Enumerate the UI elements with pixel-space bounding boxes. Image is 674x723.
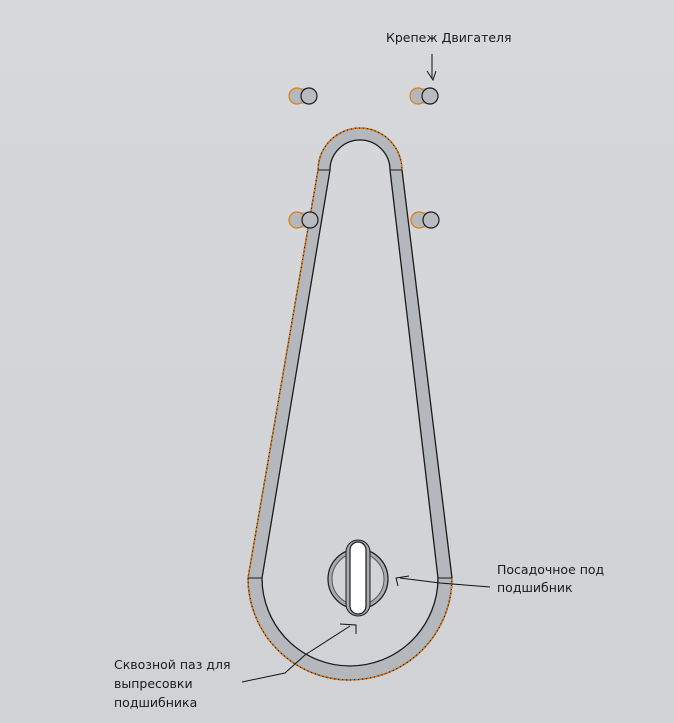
through-slot [349,541,367,615]
annotation-bearing-seat-line1: Посадочное под [497,562,605,577]
pin [288,87,318,105]
arrow-motor-mount [426,54,437,82]
motor-mount-pins [288,87,440,229]
arrow-through-slot [241,623,357,683]
annotation-through-slot-line3: подшибника [114,695,198,710]
annotation-bearing-seat-line2: подшибник [497,580,573,595]
annotation-motor-mount: Крепеж Двигателя [386,30,512,45]
pin [288,211,319,229]
annotation-through-slot-line2: выпресовки [114,676,193,691]
pin [410,211,440,229]
highlight-edge [247,127,453,681]
annotation-through-slot-line1: Сквозной паз для [114,657,231,672]
pin [409,87,439,105]
arrow-bearing-seat [395,575,491,588]
leader-arrows [241,54,491,683]
